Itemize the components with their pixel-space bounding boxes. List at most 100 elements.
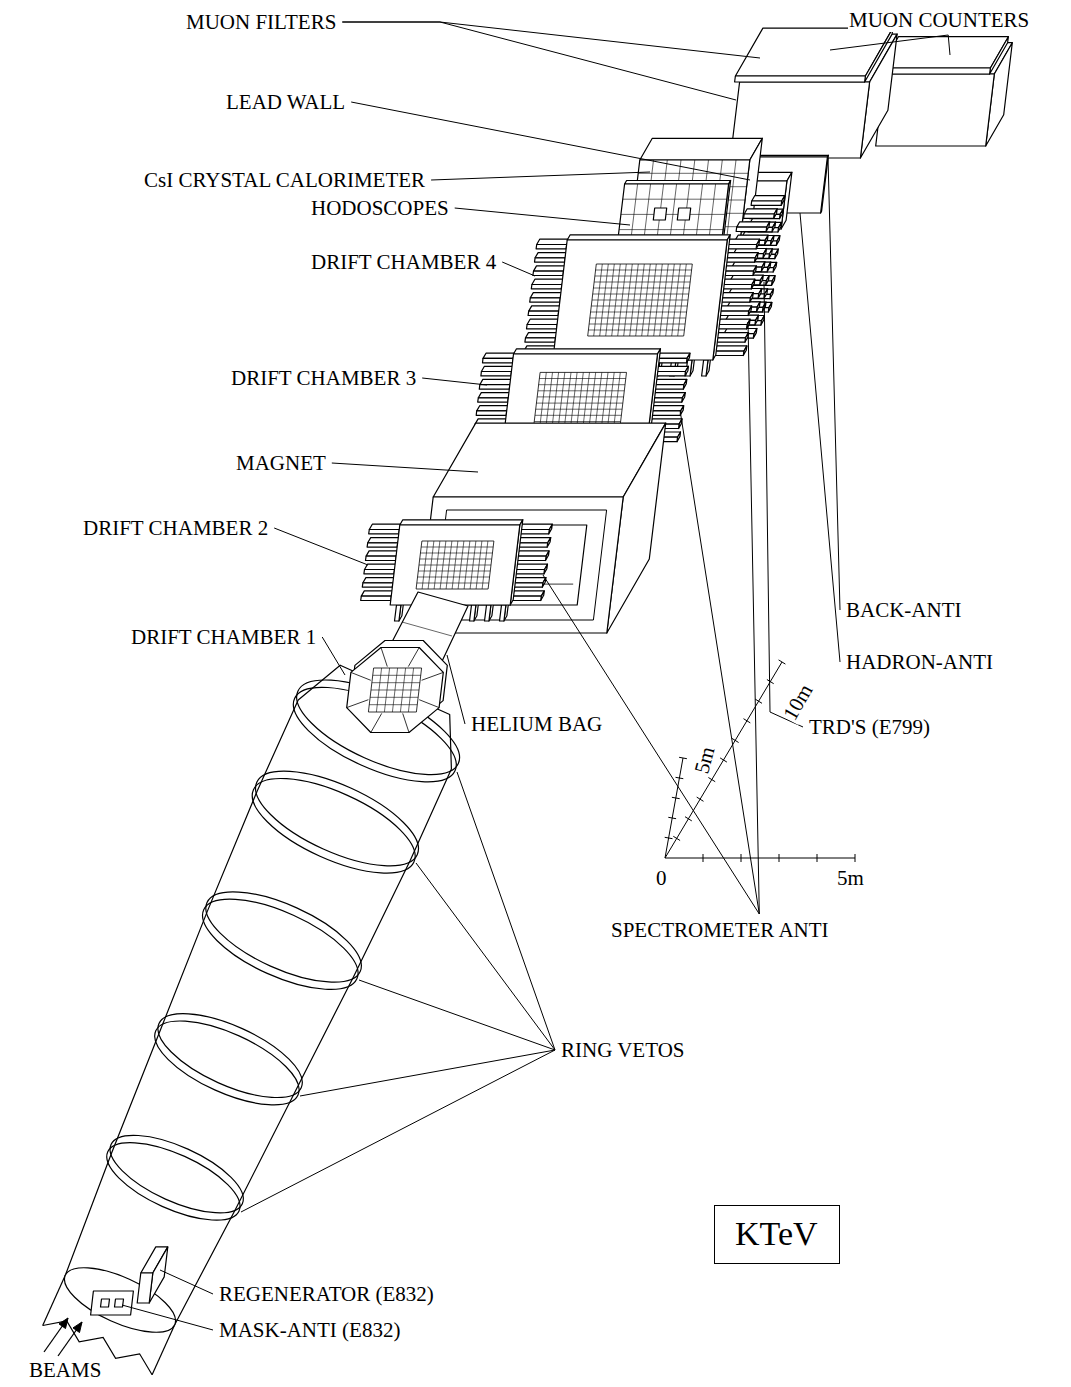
- drift-chamber-frame: [403, 713, 409, 732]
- scale-tick: [744, 719, 751, 723]
- wire-readout-fin: [716, 333, 749, 338]
- wire-readout-fin: [655, 372, 686, 376]
- drift-chamber-wires: [476, 541, 482, 589]
- drift-chamber-wires: [422, 541, 428, 589]
- beam-arrow: [73, 1322, 82, 1333]
- leader-line: [122, 1305, 213, 1330]
- drift-chamber-wires: [678, 264, 687, 336]
- part-label: MAGNET: [235, 451, 327, 475]
- leader-line: [300, 1050, 555, 1096]
- drift-chamber-frame: [347, 648, 444, 733]
- scale-tick: [741, 854, 742, 862]
- wire-readout-fin: [719, 306, 752, 311]
- wire-readout-fin: [479, 385, 510, 389]
- part-label: CsI CRYSTAL CALORIMETER: [143, 168, 426, 192]
- part-label: HELIUM BAG: [470, 712, 603, 736]
- wire-readout-fin: [361, 591, 394, 596]
- part-label: HODOSCOPES: [310, 196, 450, 220]
- scale-tick: [676, 777, 684, 778]
- title-box: KTeV: [714, 1205, 840, 1264]
- wire-readout-fin: [483, 358, 514, 362]
- wire-readout-fin: [652, 398, 683, 402]
- wire-readout-fin: [723, 271, 754, 275]
- wire-readout-fin: [478, 398, 509, 402]
- scale-tick: [732, 738, 739, 742]
- drift-chamber-wires: [376, 668, 381, 712]
- drift-chamber-wires: [614, 372, 621, 427]
- wire-readout-fin: [722, 279, 755, 284]
- leader-line: [422, 378, 487, 385]
- leader-line: [543, 575, 759, 914]
- wire-readout-fin: [369, 530, 400, 534]
- wire-readout-fin: [483, 353, 516, 358]
- decay-tube: [65, 665, 451, 1324]
- scale-tick: [673, 836, 680, 840]
- scale-tick: [779, 854, 780, 862]
- wire-readout-fin: [725, 258, 756, 262]
- wire-readout-fin: [481, 372, 512, 376]
- wire-readout-fin: [744, 214, 775, 218]
- part-label: DRIFT CHAMBER 3: [230, 366, 417, 390]
- leader-line: [830, 35, 948, 50]
- leader-line: [332, 463, 478, 472]
- part-label: TRD'S (E799): [808, 715, 931, 739]
- part-label: DRIFT CHAMBER 1: [130, 625, 317, 649]
- part-label: SPECTROMETER ANTI: [610, 918, 830, 942]
- wire-readout-fin: [362, 583, 393, 587]
- drift-chamber-wires: [564, 372, 571, 427]
- wire-readout-fin: [535, 253, 568, 258]
- wire-readout-fin: [361, 596, 392, 600]
- wire-readout-fin: [720, 293, 753, 298]
- drift-chamber-wires: [571, 372, 578, 427]
- leader-line: [274, 528, 368, 565]
- wire-readout-fin: [514, 570, 545, 574]
- wire-readout-fin: [530, 298, 561, 302]
- ring-veto: [147, 997, 314, 1115]
- drift-chamber-frame: [371, 713, 382, 732]
- leader-line: [342, 22, 760, 58]
- wire-readout-fin: [528, 311, 559, 315]
- wire-readout-fin: [512, 583, 543, 587]
- wire-readout-fin: [536, 245, 567, 249]
- wire-readout-fin: [657, 358, 688, 362]
- drift-chamber-wires: [458, 541, 464, 589]
- scale-tick: [697, 797, 704, 801]
- drift-chamber-frame: [408, 648, 419, 667]
- drift-chamber-wires: [384, 668, 389, 712]
- drift-chamber-frame: [400, 520, 523, 525]
- wire-readout-fin: [519, 524, 552, 529]
- wire-readout-fin: [721, 285, 752, 289]
- csi-calorimeter: [640, 138, 763, 160]
- drift-chamber-wires: [558, 372, 565, 427]
- drift-chamber-wires: [589, 372, 596, 427]
- drift-chamber-wires: [583, 372, 590, 427]
- leader-line: [748, 322, 759, 914]
- wire-readout-fin: [657, 353, 690, 358]
- scale-label: BEAMS: [28, 1358, 102, 1382]
- part-label: MUON COUNTERS: [848, 8, 1030, 32]
- wire-readout-fin: [476, 411, 507, 415]
- scale-tick: [720, 758, 727, 762]
- leader-line: [342, 22, 736, 100]
- scale-label: 0: [655, 866, 668, 890]
- drift-chamber-wires: [434, 541, 440, 589]
- scale-tick: [668, 817, 676, 818]
- scale-tick: [708, 778, 715, 782]
- ring-veto: [191, 881, 370, 1008]
- leader-line: [431, 172, 650, 180]
- wire-readout-fin: [718, 311, 749, 315]
- leader-line: [764, 282, 803, 727]
- wire-readout-fin: [516, 551, 549, 556]
- beam-arrow: [58, 1322, 82, 1356]
- drift-chamber-wires: [470, 541, 476, 589]
- drift-chamber-frame: [422, 672, 444, 680]
- drift-chamber-frame: [351, 672, 371, 680]
- leader-line: [416, 863, 555, 1050]
- part-label: MASK-ANTI (E832): [218, 1318, 401, 1342]
- leader-line: [322, 637, 345, 675]
- wire-readout-fin: [533, 271, 564, 275]
- scale-axis: [665, 662, 782, 858]
- wire-readout-fin: [395, 605, 401, 621]
- wire-readout-fin: [368, 538, 401, 543]
- leader-line: [502, 262, 535, 276]
